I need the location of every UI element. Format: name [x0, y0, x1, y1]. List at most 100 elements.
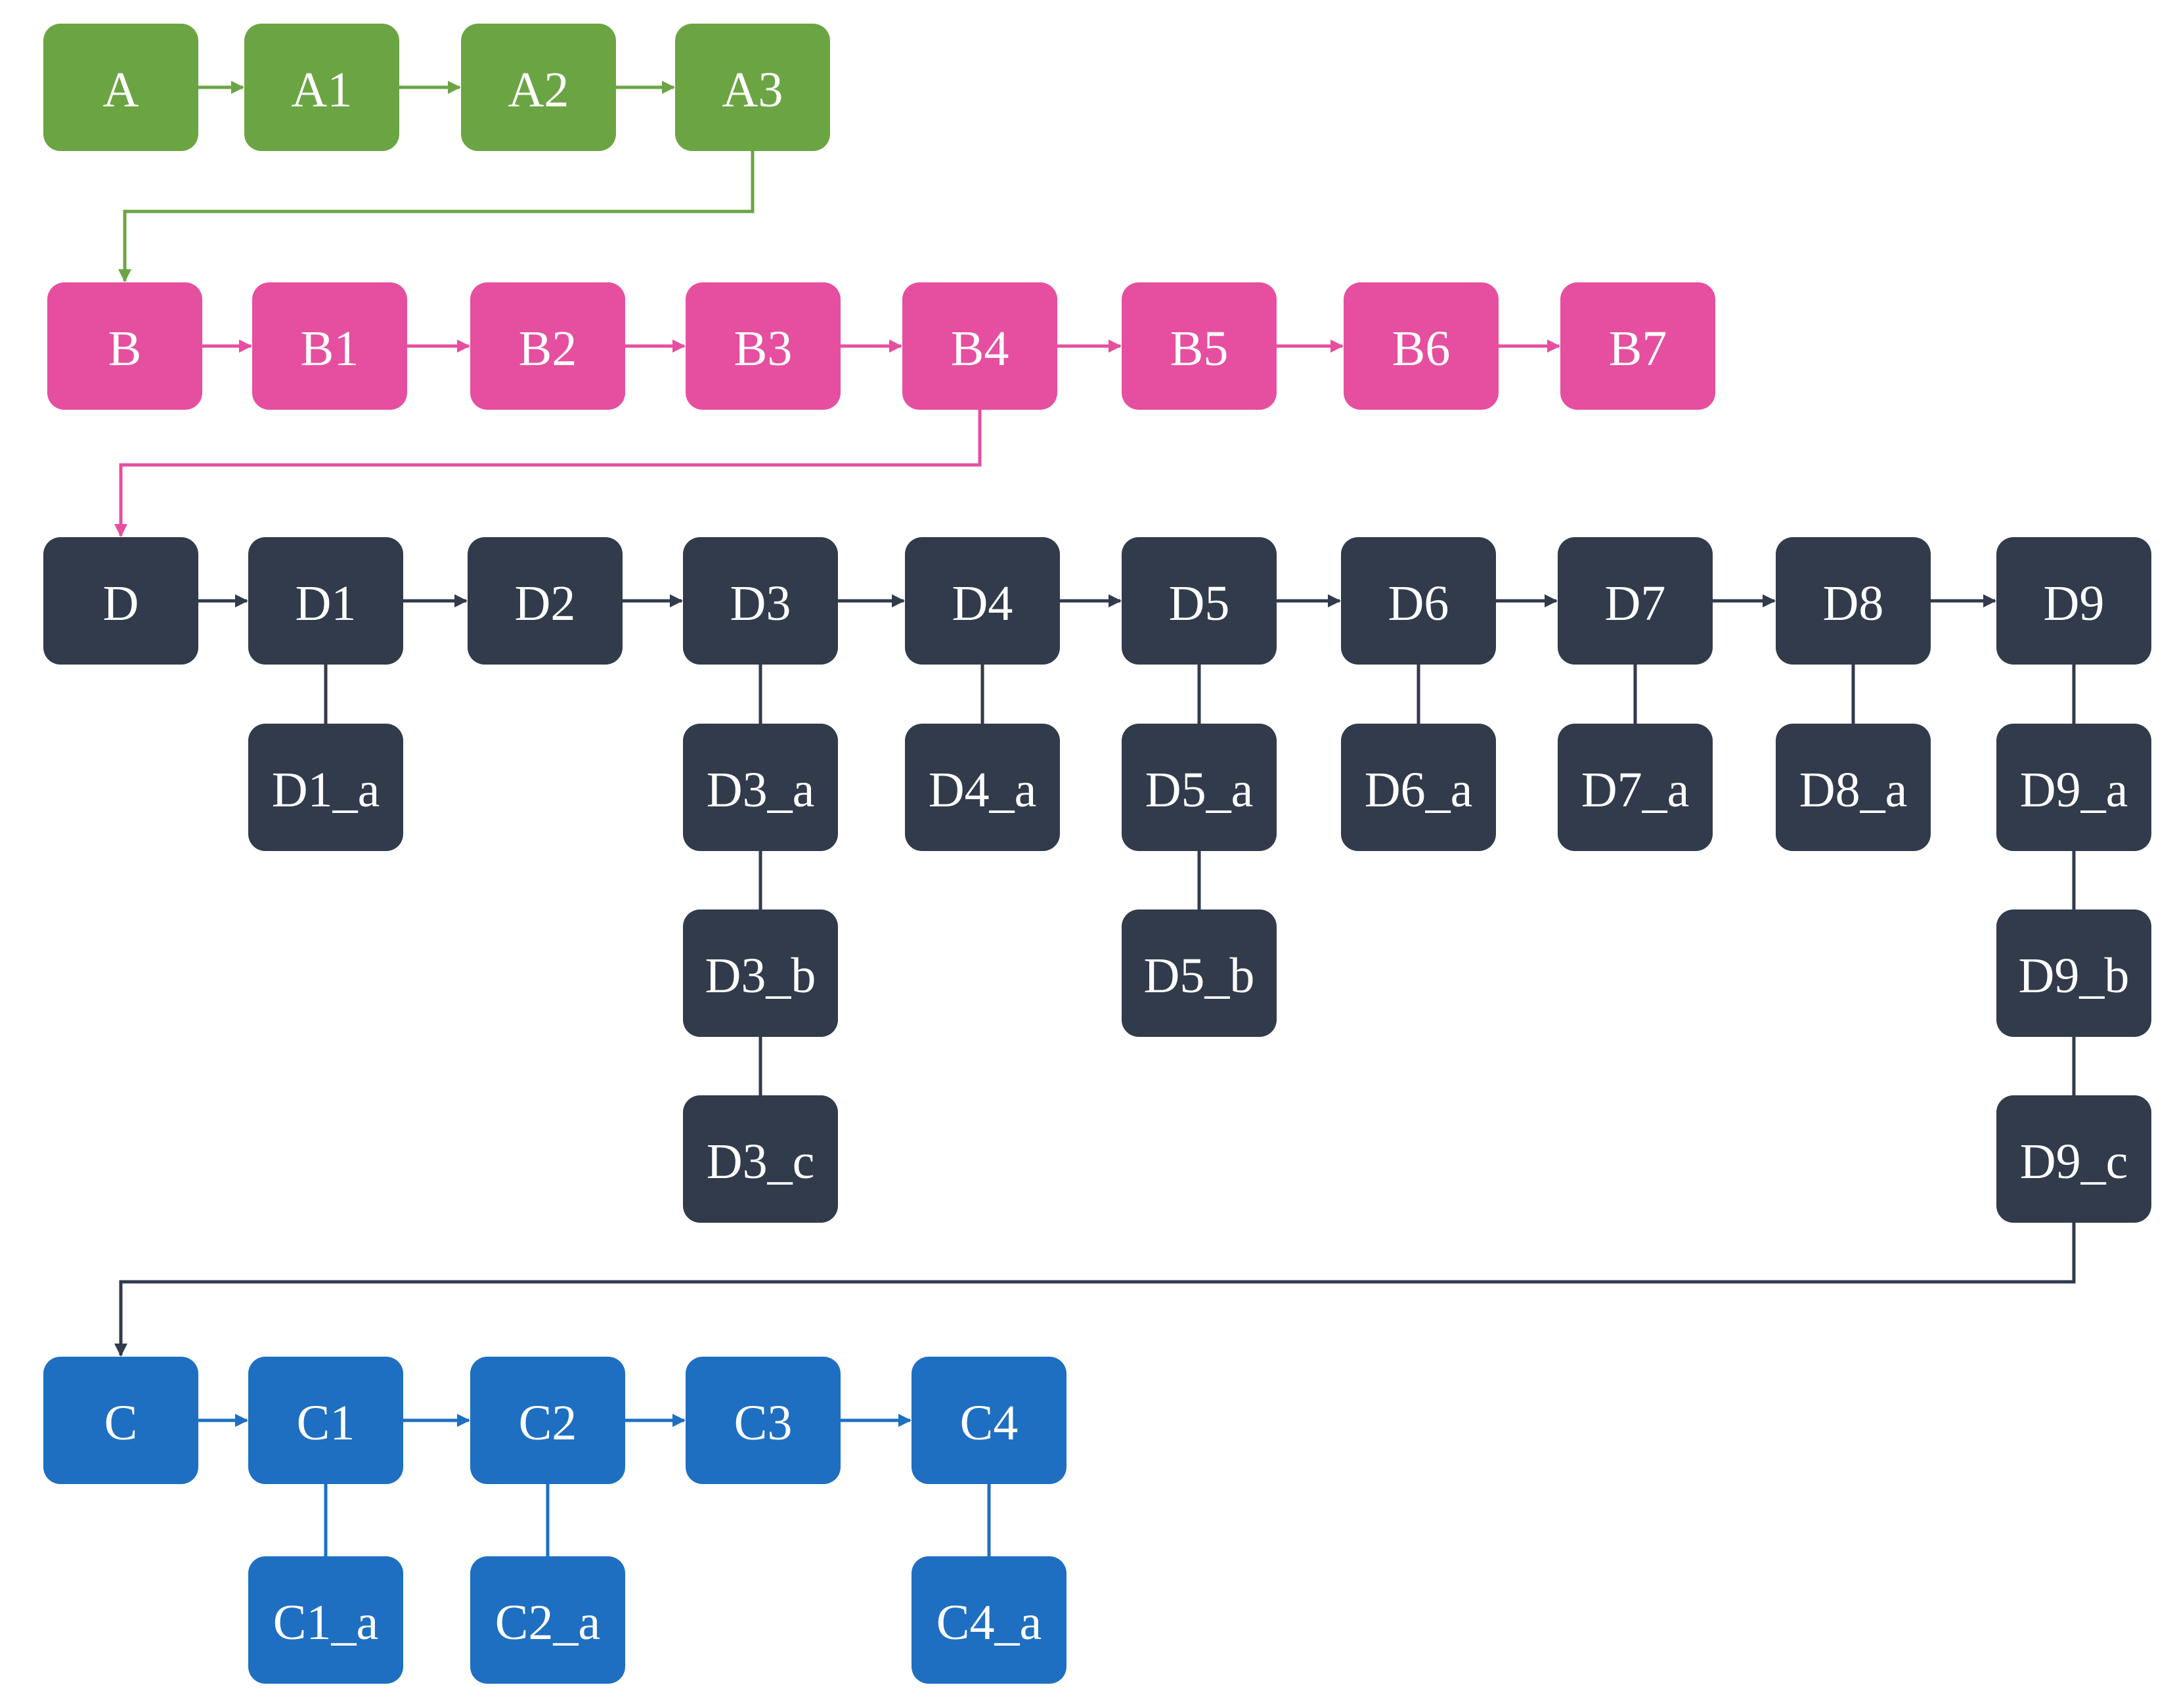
- node-box: [675, 24, 830, 151]
- node-c: C: [43, 1357, 198, 1484]
- node-b: B: [47, 282, 202, 410]
- node-c1: C1: [248, 1357, 403, 1484]
- node-box: [1341, 724, 1496, 851]
- node-label: C1: [297, 1395, 355, 1451]
- node-box: [686, 1357, 841, 1484]
- node-d8: D8: [1776, 537, 1931, 665]
- node-d2: D2: [468, 537, 623, 665]
- node-label: D3_c: [707, 1134, 815, 1189]
- node-label: C4_a: [936, 1595, 1042, 1650]
- node-box: [1996, 1095, 2151, 1223]
- node-label: D3: [730, 576, 791, 631]
- node-b5: B5: [1122, 282, 1277, 410]
- node-box: [43, 537, 198, 665]
- node-label: D6_a: [1365, 762, 1473, 818]
- node-box: [1560, 282, 1715, 410]
- node-label: B: [108, 321, 142, 376]
- node-d8-a: D8_a: [1776, 724, 1931, 851]
- node-label: B7: [1609, 321, 1667, 376]
- node-d3-b: D3_b: [683, 909, 838, 1037]
- node-label: D5_a: [1145, 762, 1254, 818]
- node-label: D1_a: [272, 762, 380, 818]
- node-box: [1122, 537, 1277, 665]
- node-d3: D3: [683, 537, 838, 665]
- node-box: [683, 724, 838, 851]
- node-box: [244, 24, 399, 151]
- node-box: [470, 1357, 625, 1484]
- node-label: C2_a: [495, 1595, 600, 1650]
- node-box: [468, 537, 623, 665]
- node-label: A: [103, 62, 139, 118]
- node-box: [1122, 909, 1277, 1037]
- node-label: D9_c: [2020, 1134, 2128, 1189]
- node-label: C2: [519, 1395, 577, 1451]
- node-box: [1558, 537, 1713, 665]
- node-box: [470, 282, 625, 410]
- node-label: D3_a: [707, 762, 815, 818]
- node-label: C1_a: [273, 1595, 378, 1650]
- node-label: A3: [722, 62, 783, 118]
- node-b3: B3: [686, 282, 841, 410]
- node-c1-a: C1_a: [248, 1556, 403, 1684]
- node-box: [43, 1357, 198, 1484]
- node-a1: A1: [244, 24, 399, 151]
- node-box: [902, 282, 1057, 410]
- node-d9-c: D9_c: [1996, 1095, 2151, 1223]
- node-c3: C3: [686, 1357, 841, 1484]
- node-box: [1776, 537, 1931, 665]
- node-label: D9_b: [2019, 948, 2130, 1003]
- node-label: D4: [952, 576, 1013, 631]
- node-label: A1: [292, 62, 353, 118]
- node-d5: D5: [1122, 537, 1277, 665]
- node-d: D: [43, 537, 198, 665]
- node-label: D5: [1169, 576, 1230, 631]
- node-d9: D9: [1996, 537, 2151, 665]
- node-d7-a: D7_a: [1558, 724, 1713, 851]
- node-box: [248, 1357, 403, 1484]
- node-d4-a: D4_a: [905, 724, 1060, 851]
- node-label: D3_b: [705, 948, 816, 1003]
- node-label: D7: [1605, 576, 1666, 631]
- connector-b4-to-d: [114, 410, 982, 537]
- node-box: [47, 282, 202, 410]
- node-d3-a: D3_a: [683, 724, 838, 851]
- node-box: [683, 537, 838, 665]
- node-label: D5_b: [1144, 948, 1255, 1003]
- node-d9-b: D9_b: [1996, 909, 2151, 1037]
- connector-d9-c-to-c: [114, 1223, 2076, 1357]
- node-b6: B6: [1344, 282, 1499, 410]
- node-d1: D1: [248, 537, 403, 665]
- node-label: D7_a: [1581, 762, 1690, 818]
- node-c2: C2: [470, 1357, 625, 1484]
- node-a: A: [43, 24, 198, 151]
- node-label: D8: [1823, 576, 1884, 631]
- node-c4-a: C4_a: [912, 1556, 1066, 1684]
- node-box: [1344, 282, 1499, 410]
- node-label: B5: [1170, 321, 1229, 376]
- node-c4: C4: [912, 1357, 1066, 1484]
- node-box: [1996, 724, 2151, 851]
- node-label: D9: [2044, 576, 2105, 631]
- node-label: D2: [515, 576, 576, 631]
- node-a2: A2: [461, 24, 616, 151]
- node-box: [686, 282, 841, 410]
- node-box: [905, 537, 1060, 665]
- node-box: [1776, 724, 1931, 851]
- node-label: C: [104, 1395, 138, 1451]
- node-label: D8_a: [1799, 762, 1908, 818]
- node-label: C4: [960, 1395, 1019, 1451]
- node-label: B3: [734, 321, 793, 376]
- node-box: [1996, 909, 2151, 1037]
- node-label: C3: [734, 1395, 793, 1451]
- node-d5-a: D5_a: [1122, 724, 1277, 851]
- node-label: D4_a: [929, 762, 1037, 818]
- node-d4: D4: [905, 537, 1060, 665]
- node-box: [1122, 724, 1277, 851]
- node-d6: D6: [1341, 537, 1496, 665]
- node-b7: B7: [1560, 282, 1715, 410]
- node-label: D1: [296, 576, 357, 631]
- node-label: A2: [508, 62, 569, 118]
- node-box: [1996, 537, 2151, 665]
- node-box: [252, 282, 407, 410]
